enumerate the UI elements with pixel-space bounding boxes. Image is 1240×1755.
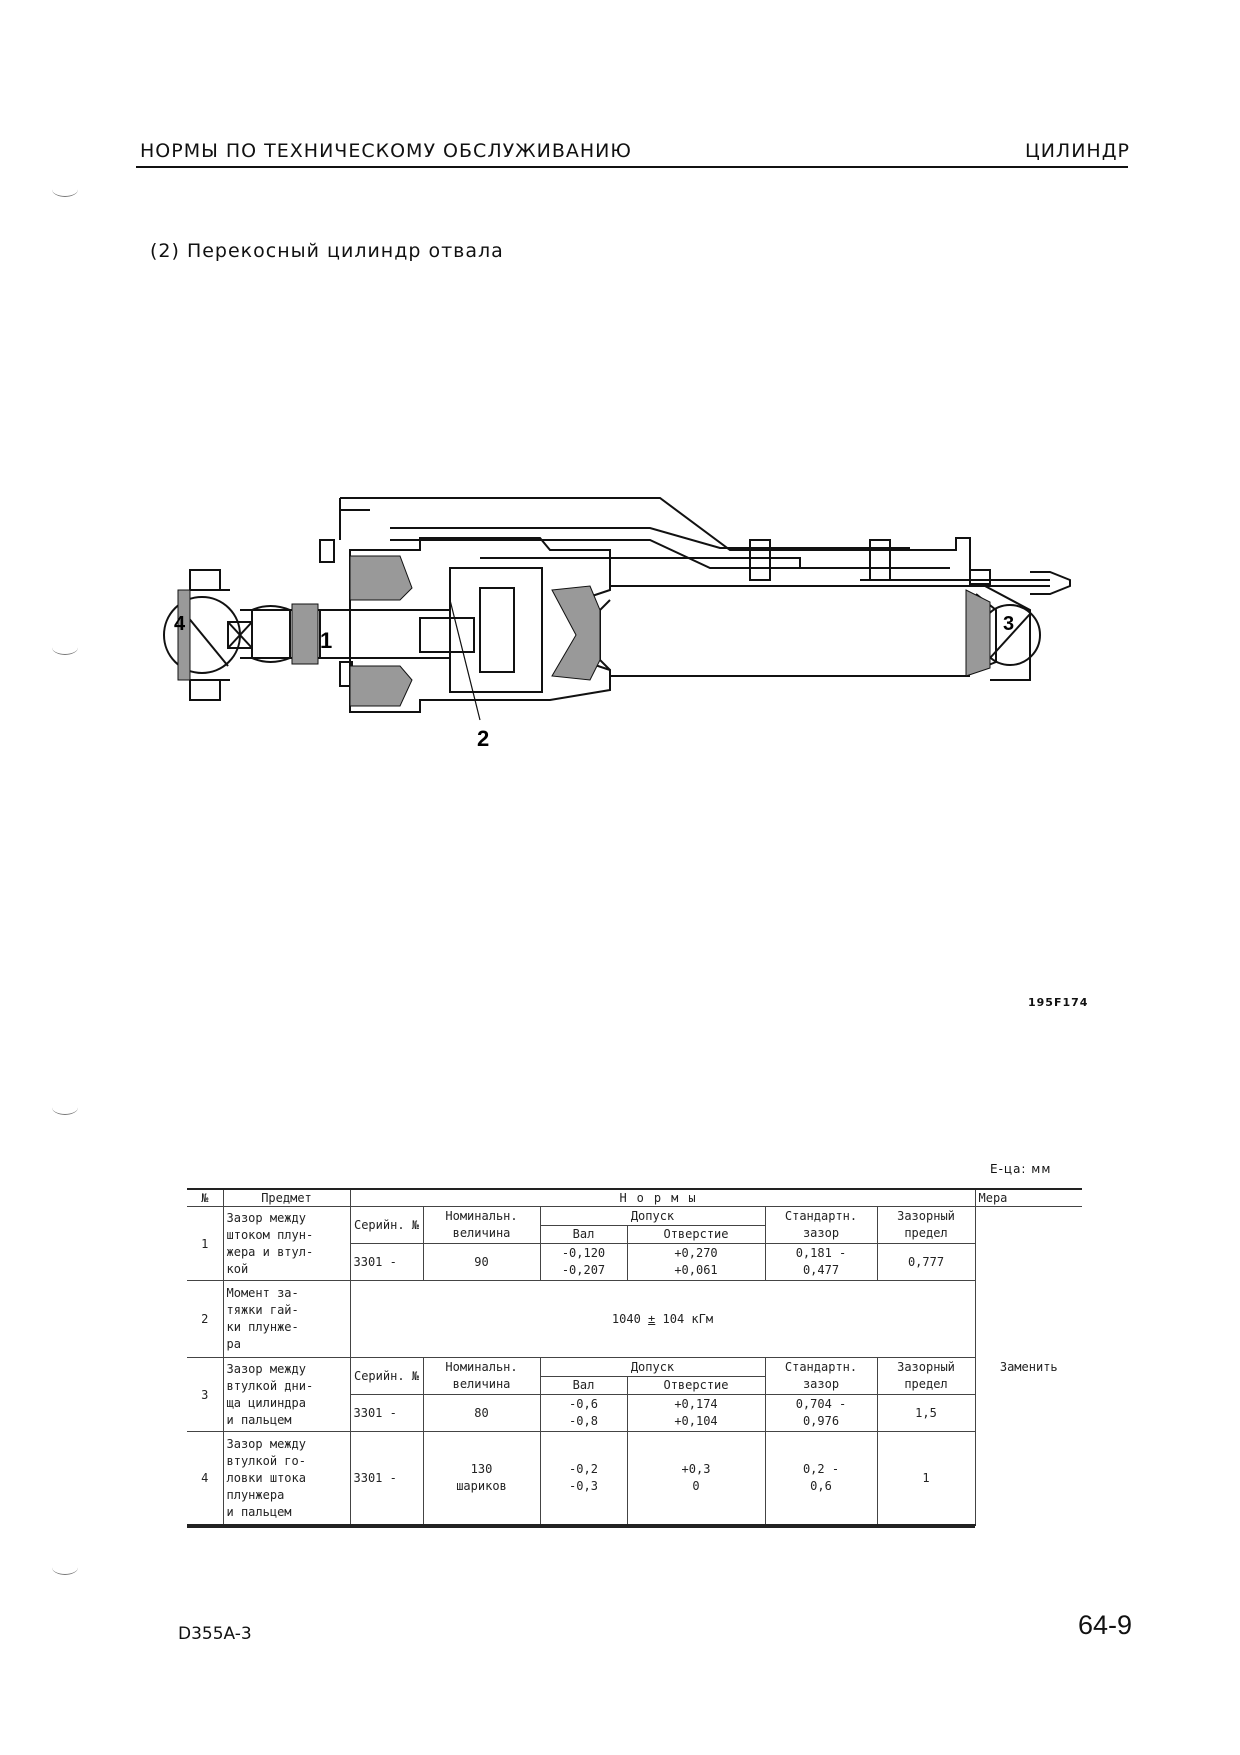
section-title: (2) Перекосный цилиндр отвала xyxy=(150,240,504,262)
limit-header: Зазорный предел xyxy=(877,1206,976,1244)
spec-table: № Предмет Нормы Мера 1 Зазор между штоко… xyxy=(187,1188,1082,1528)
col-item-header: Предмет xyxy=(223,1188,351,1207)
row-item: Зазор между втулкой дни- ща цилиндра и п… xyxy=(223,1357,351,1432)
hole-header: Отверстие xyxy=(627,1224,766,1244)
punch-mark xyxy=(52,640,78,655)
row-std: 0,181 - 0,477 xyxy=(765,1243,878,1281)
measure-cell: Заменить xyxy=(975,1206,1082,1527)
serial-header: Серийн. № xyxy=(350,1206,424,1244)
punch-mark xyxy=(52,182,78,197)
cylinder-diagram: 1 2 3 4 xyxy=(163,497,1071,751)
nominal-header: Номинальн. величина xyxy=(423,1206,541,1244)
row-hole: +0,174 +0,104 xyxy=(627,1394,766,1432)
serial-header: Серийн. № xyxy=(350,1357,424,1395)
header-section: ЦИЛИНДР xyxy=(1024,140,1130,162)
shaft-header: Вал xyxy=(540,1224,628,1244)
row-nominal: 90 xyxy=(423,1243,541,1281)
std-clearance-header: Стандартн. зазор xyxy=(765,1357,878,1395)
table-bottom-rule xyxy=(187,1525,975,1528)
callout-1: 1 xyxy=(320,628,332,653)
row-item: Момент за- тяжки гай- ки плунже- ра xyxy=(223,1280,351,1358)
row-item: Зазор между штоком плун- жера и втул- ко… xyxy=(223,1206,351,1281)
limit-header: Зазорный предел xyxy=(877,1357,976,1395)
row-limit: 0,777 xyxy=(877,1243,976,1281)
row-serial: 3301 - xyxy=(350,1394,424,1432)
row-serial: 3301 - xyxy=(350,1431,424,1526)
shaft-header: Вал xyxy=(540,1375,628,1395)
col-norms-header: Нормы xyxy=(350,1188,976,1207)
row-no: 1 xyxy=(187,1206,224,1281)
punch-mark xyxy=(52,1560,78,1575)
nominal-header: Номинальн. величина xyxy=(423,1357,541,1395)
header-title: НОРМЫ ПО ТЕХНИЧЕСКОМУ ОБСЛУЖИВАНИЮ xyxy=(140,140,632,162)
row-limit: 1,5 xyxy=(877,1394,976,1432)
tolerance-header: Допуск xyxy=(540,1206,766,1225)
tolerance-header: Допуск xyxy=(540,1357,766,1376)
row-serial: 3301 - xyxy=(350,1243,424,1281)
footer-page-number: 64-9 xyxy=(1077,1610,1132,1640)
row-nominal: 130 шариков xyxy=(423,1431,541,1526)
row-shaft: -0,2 -0,3 xyxy=(540,1431,628,1526)
callout-4: 4 xyxy=(174,613,186,635)
row-no: 3 xyxy=(187,1357,224,1432)
row-hole: +0,3 0 xyxy=(627,1431,766,1526)
std-clearance-header: Стандартн. зазор xyxy=(765,1206,878,1244)
figure-code: 195F174 xyxy=(1028,996,1089,1009)
callout-3: 3 xyxy=(1003,613,1014,635)
header-rule xyxy=(136,166,1128,168)
unit-note: Е-ца: мм xyxy=(990,1162,1052,1176)
row-no: 2 xyxy=(187,1280,224,1358)
row-nominal: 80 xyxy=(423,1394,541,1432)
row-std: 0,2 - 0,6 xyxy=(765,1431,878,1526)
row-shaft: -0,6 -0,8 xyxy=(540,1394,628,1432)
row-shaft: -0,120 -0,207 xyxy=(540,1243,628,1281)
hole-header: Отверстие xyxy=(627,1375,766,1395)
torque-value: 1040 ± 104 кГм xyxy=(350,1280,976,1358)
row-no: 4 xyxy=(187,1431,224,1526)
row-item: Зазор между втулкой го- ловки штока плун… xyxy=(223,1431,351,1526)
row-limit: 1 xyxy=(877,1431,976,1526)
callout-2: 2 xyxy=(477,726,489,751)
punch-mark xyxy=(52,1100,78,1115)
col-measure-header: Мера xyxy=(975,1188,1082,1207)
footer-model: D355A-3 xyxy=(178,1624,252,1644)
row-std: 0,704 - 0,976 xyxy=(765,1394,878,1432)
col-no-header: № xyxy=(187,1188,224,1207)
row-hole: +0,270 +0,061 xyxy=(627,1243,766,1281)
